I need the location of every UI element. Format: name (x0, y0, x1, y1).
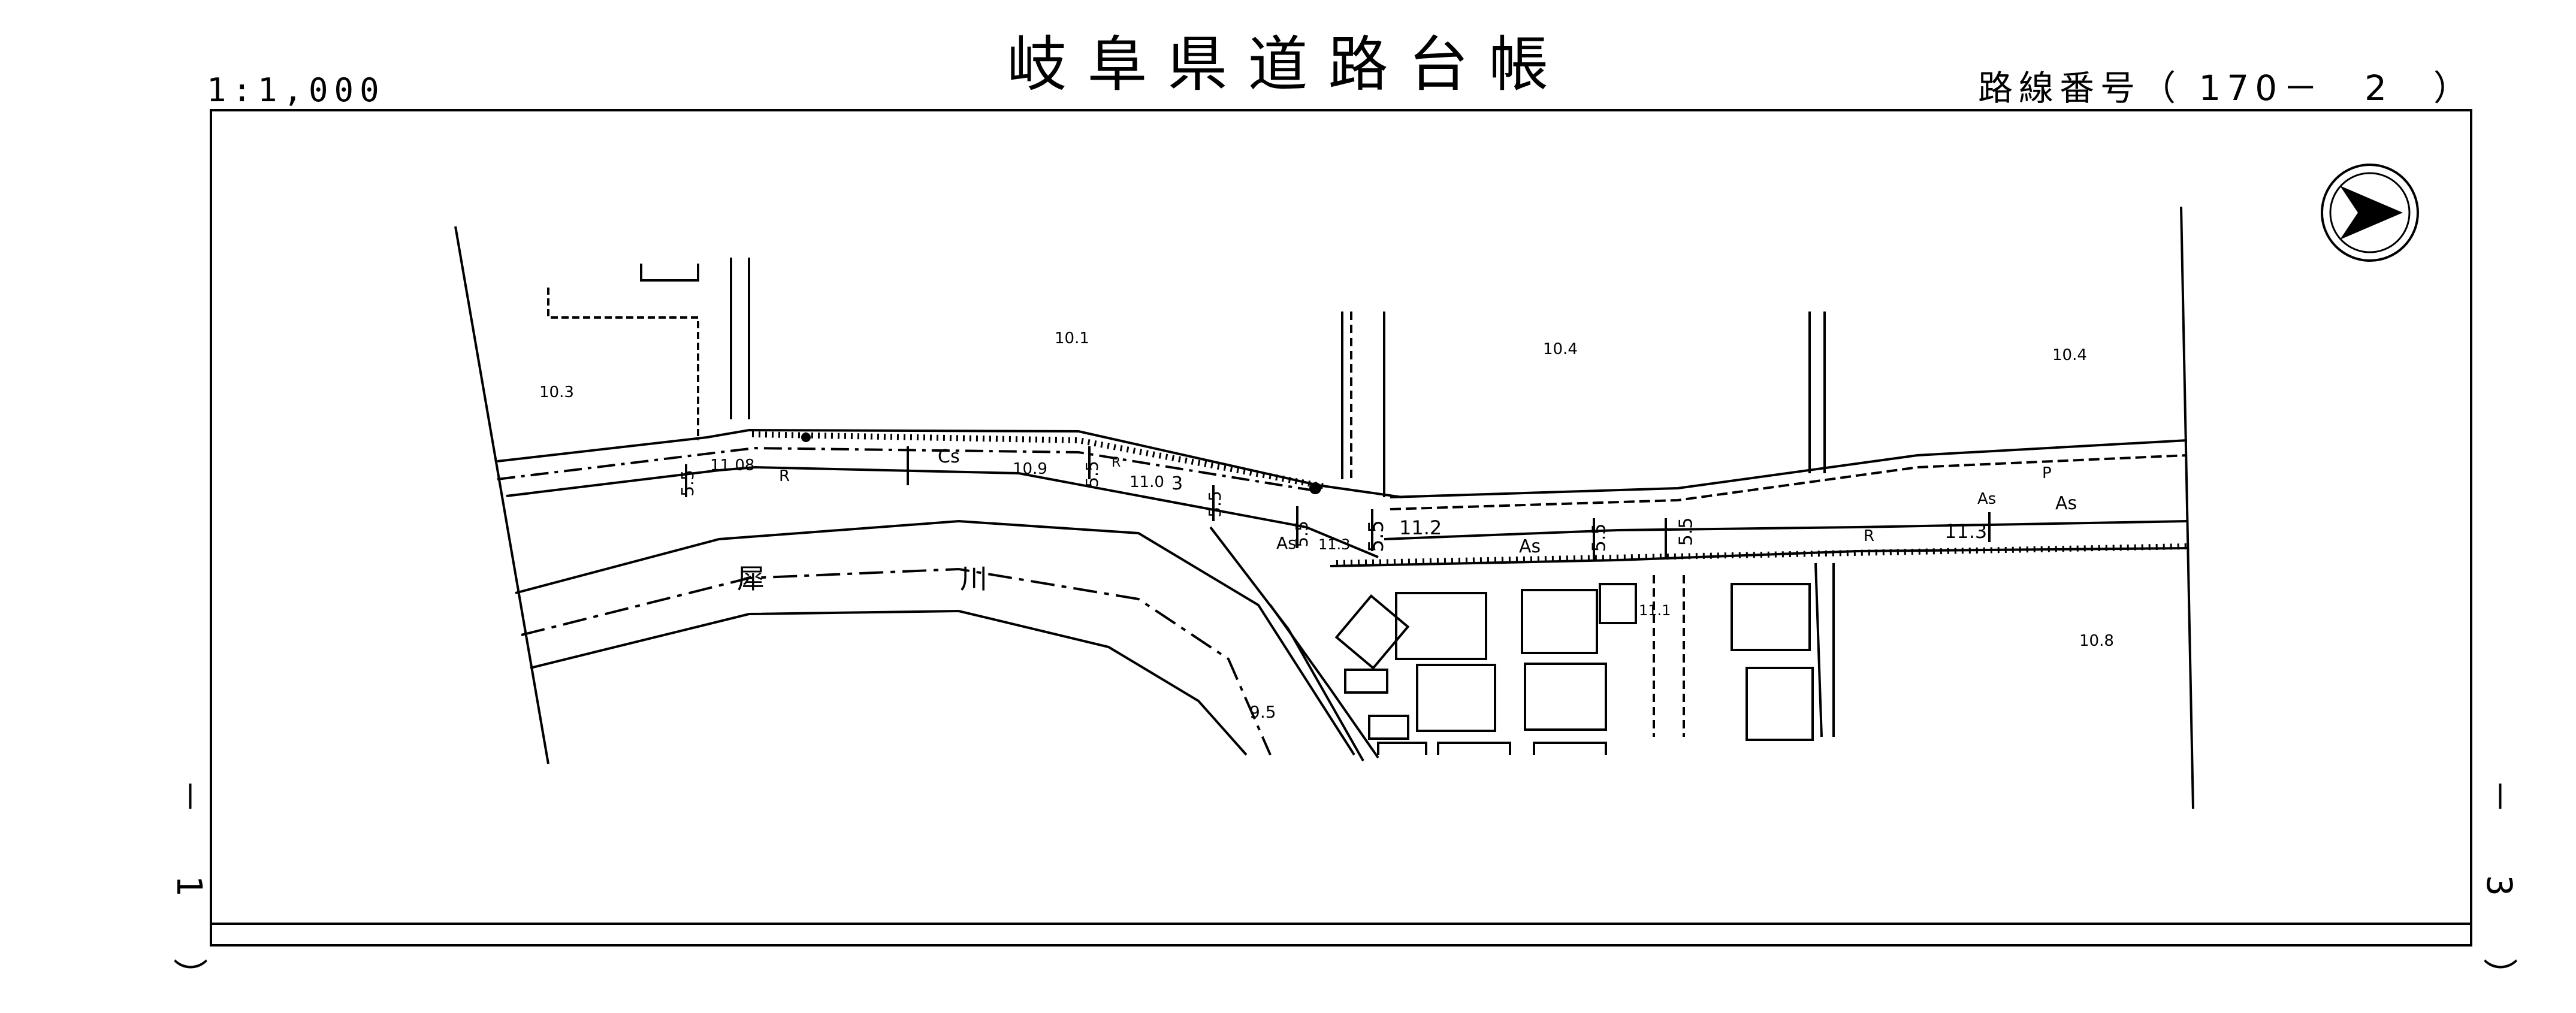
elevation-label: 11.3 (1944, 520, 1988, 543)
width-label: 5.5 (1204, 491, 1225, 518)
road-edge-line (1384, 520, 2188, 540)
road-centerline (1390, 454, 2188, 510)
elevation-label: 10.4 (1543, 340, 1578, 358)
pavement-label: As (1519, 536, 1541, 557)
elevation-label: 11.3 (1318, 536, 1351, 553)
building-outline (1344, 669, 1388, 694)
river-label: 犀 川 (737, 563, 1071, 595)
road-edge-line (1390, 439, 2188, 498)
hedge-line (547, 288, 699, 440)
survey-point (1309, 482, 1321, 494)
side-road-line (1814, 563, 1835, 737)
side-road-line (1341, 312, 1385, 497)
curb-hatch (1336, 543, 2188, 566)
elevation-label: 9.5 (1249, 702, 1276, 722)
building-outline (1745, 667, 1814, 741)
pavement-label: As (1977, 490, 1997, 508)
elevation-label: 10.4 (2052, 346, 2087, 364)
road-ledger-map (210, 164, 2472, 925)
elevation-label: 11.08 (710, 456, 755, 474)
riverbank-line (515, 519, 1355, 756)
road-mark-label: 3 (1171, 473, 1183, 494)
elevation-label: 11.0 (1130, 473, 1164, 491)
riverbank-line (1209, 526, 1364, 761)
width-label: 5.5 (1082, 461, 1102, 488)
right-boundary-line (2180, 206, 2194, 809)
width-tick (685, 446, 1991, 560)
elevation-label: 10.1 (1055, 329, 1089, 347)
route-number: 路線番号（ 170－ 2 ） (1977, 68, 2474, 108)
side-road-line (1653, 575, 1685, 737)
building-outline (1395, 592, 1487, 660)
riverbank-line (530, 609, 1248, 756)
road-edge-line (497, 428, 1403, 498)
pavement-label: Cs (938, 446, 960, 467)
survey-point (801, 433, 811, 442)
elevation-label: 10.3 (539, 383, 574, 401)
building-outline (1521, 589, 1598, 654)
page-title: 岐阜県道路台帳 (1007, 29, 1569, 99)
road-mark-label: R (1864, 527, 1875, 545)
building-outline (1524, 663, 1607, 731)
road-centerline (497, 446, 1319, 492)
width-label: 5.5 (1364, 519, 1389, 553)
elevation-label: 11.1 (1639, 602, 1671, 619)
left-boundary-line (454, 226, 549, 764)
pavement-label: As (1276, 533, 1297, 553)
road-mark-label: R (779, 467, 790, 485)
riverbank-line (1269, 604, 1379, 759)
map-scale: 1:1,000 (207, 71, 385, 109)
elevation-label: 10.9 (1013, 460, 1047, 478)
north-arrow-icon (2321, 164, 2419, 262)
building-outline (640, 264, 699, 282)
road-mark-label: P (2042, 464, 2052, 482)
elevation-label: 10.8 (2079, 632, 2114, 650)
side-road-line (1808, 312, 1826, 473)
width-label: 5.5 (677, 470, 697, 497)
width-label: 5.5 (1675, 517, 1697, 546)
width-label: 5.5 (1589, 523, 1610, 552)
road-mark-label: R (1112, 455, 1121, 470)
elevation-label: 11.2 (1399, 516, 1442, 539)
pavement-label: As (2055, 493, 2077, 514)
building-outline (1416, 664, 1496, 732)
building-outline (1334, 594, 1410, 670)
building-outline (1368, 715, 1409, 740)
building-outline (1377, 742, 1607, 755)
building-outline (1731, 583, 1811, 651)
side-road-line (730, 258, 750, 419)
building-outline (1599, 583, 1637, 624)
road-edge-line (506, 465, 1379, 558)
river-centerline (521, 567, 1272, 755)
